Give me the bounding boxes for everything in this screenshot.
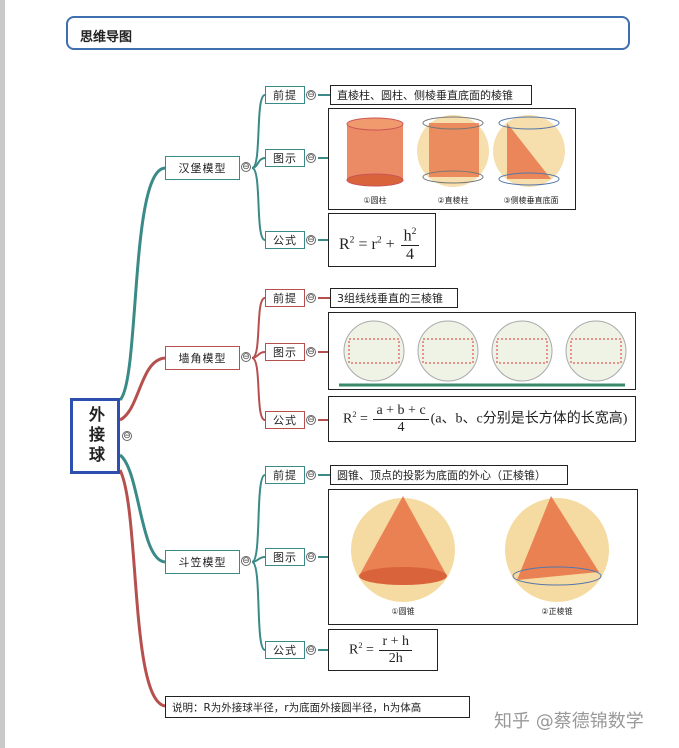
page-title: 思维导图 (80, 30, 133, 45)
page-left-edge (0, 0, 5, 748)
corner-premise-text: 3组线线垂直的三棱锥 (330, 288, 458, 308)
cone-figure-box: ①圆锥 ②正棱锥 (328, 489, 638, 625)
hamburger-premise-collapse-icon[interactable]: ⊖ (306, 90, 316, 100)
note-box: 说明：R为外接球半径，r为底面外接圆半径，h为体高 (165, 696, 470, 718)
corner-figures (339, 320, 627, 387)
cone-figure (351, 496, 455, 602)
watermark: 知乎 @蔡德锦数学 (494, 711, 644, 732)
cone-formula-numerator: r + h (379, 634, 412, 651)
cone-collapse-icon[interactable]: ⊖ (241, 556, 251, 566)
corner-premise-collapse-icon[interactable]: ⊖ (306, 293, 316, 303)
title-box: 思维导图 (66, 16, 630, 50)
branch-cone-model[interactable]: 斗笠模型 (165, 550, 240, 574)
corner-sphere-4 (565, 320, 627, 382)
cone-premise-label[interactable]: 前提 (265, 466, 305, 484)
cone-figure-collapse-icon[interactable]: ⊖ (306, 552, 316, 562)
root-to-note-line (118, 469, 166, 708)
cone-figures (351, 496, 609, 602)
corner-sphere-3 (491, 320, 553, 382)
root-collapse-icon[interactable]: ⊖ (122, 431, 132, 441)
cone-premise-text: 圆锥、顶点的投影为底面的外心（正棱锥） (330, 465, 568, 485)
corner-sphere-1 (343, 320, 405, 382)
cone-figure-label[interactable]: 图示 (265, 548, 305, 566)
caption-regular-pyramid: ②正棱锥 (541, 607, 573, 616)
hamburger-formula-label[interactable]: 公式 (265, 231, 305, 249)
hamburger-figure-collapse-icon[interactable]: ⊖ (306, 153, 316, 163)
corner-figure-label[interactable]: 图示 (265, 343, 305, 361)
corner-collapse-icon[interactable]: ⊖ (241, 352, 251, 362)
prism-figure (417, 115, 489, 187)
branch-corner-model[interactable]: 墙角模型 (165, 346, 240, 370)
hamburger-figure-label[interactable]: 图示 (265, 149, 305, 167)
cone-formula-label[interactable]: 公式 (265, 641, 305, 659)
corner-formula-numerator: a + b + c (373, 403, 429, 420)
corner-figure-box (328, 312, 636, 390)
hamburger-figure-box: ①圆柱 ②直棱柱 ③侧棱垂直底面 (328, 108, 576, 210)
root-to-hamburg-line (118, 166, 166, 402)
caption-prism: ②直棱柱 (437, 196, 469, 205)
hamburger-premise-label[interactable]: 前提 (265, 86, 305, 104)
formula-mid: = r (354, 235, 377, 253)
caption-pyramid: ③侧棱垂直底面 (503, 196, 559, 205)
corner-formula-label[interactable]: 公式 (265, 411, 305, 429)
corner-formula-collapse-icon[interactable]: ⊖ (306, 415, 316, 425)
branch-hamburger-model[interactable]: 汉堡模型 (165, 156, 240, 180)
hamburger-premise-text: 直棱柱、圆柱、侧棱垂直底面的棱锥 (330, 85, 532, 105)
caption-cylinder: ①圆柱 (363, 196, 387, 205)
corner-formula-note: (a、b、c分别是长方体的长宽高) (430, 411, 628, 427)
cone-premise-collapse-icon[interactable]: ⊖ (306, 470, 316, 480)
corner-sphere-2 (417, 320, 479, 382)
cylinder-figure (346, 117, 404, 187)
cone-formula-collapse-icon[interactable]: ⊖ (306, 645, 316, 655)
root-to-corner-line (119, 356, 166, 422)
caption-cone: ①圆锥 (391, 607, 415, 616)
formula-lhs: R (339, 235, 350, 253)
root-node[interactable]: 外接球 (70, 398, 120, 474)
root-to-cone-line (118, 453, 166, 564)
hamburger-figures (346, 115, 565, 187)
corner-figure-collapse-icon[interactable]: ⊖ (306, 347, 316, 357)
pyramid-figure (493, 115, 565, 187)
corner-premise-label[interactable]: 前提 (265, 289, 305, 307)
hamburger-collapse-icon[interactable]: ⊖ (241, 162, 251, 172)
hamburger-formula-collapse-icon[interactable]: ⊖ (306, 235, 316, 245)
pyramid-figure-2 (505, 496, 609, 602)
